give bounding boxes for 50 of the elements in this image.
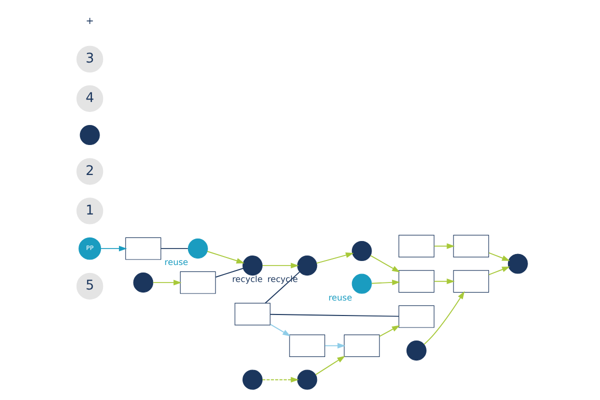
label: + (85, 16, 94, 27)
arrow (378, 325, 400, 337)
node-circle (296, 256, 317, 276)
node-circle (351, 274, 372, 294)
node-circle (351, 240, 372, 262)
arrow (433, 243, 454, 249)
arrow (433, 278, 454, 284)
connector (269, 314, 399, 317)
node-label: reuse (164, 258, 188, 268)
arrow (370, 280, 400, 286)
node-circle: 3 (76, 46, 103, 72)
arrow (324, 342, 346, 349)
arrow (488, 266, 510, 276)
node-circle: 1 (76, 198, 103, 224)
node-circle (242, 256, 262, 276)
node-circle (187, 238, 208, 259)
arrow (423, 291, 464, 345)
arrow (261, 376, 298, 383)
node-circle (132, 272, 153, 293)
node-box (398, 234, 434, 258)
arrow (269, 324, 290, 336)
node-circle (406, 340, 426, 361)
arrow (314, 356, 345, 376)
arrow (100, 246, 126, 252)
node-box (452, 234, 489, 258)
arrow (152, 280, 182, 286)
node-box (124, 237, 161, 260)
node-circle: 4 (76, 85, 103, 112)
node-box (179, 271, 216, 294)
connector (160, 248, 188, 250)
arrow (206, 250, 244, 264)
node-circle (296, 370, 317, 390)
node-circle (242, 370, 262, 390)
node-circle: 5 (76, 272, 103, 300)
node-box (288, 334, 325, 357)
node-circle: 2 (76, 158, 103, 185)
node-box (452, 270, 489, 293)
node-circle (507, 254, 528, 274)
node-label: reuse (328, 293, 352, 304)
node-box (398, 270, 434, 293)
node-box (234, 302, 270, 326)
node-circle (79, 125, 100, 146)
node-label: recycle (232, 275, 262, 286)
connector (214, 268, 244, 278)
arrow (261, 262, 298, 268)
arrow (316, 252, 354, 264)
arrow (370, 255, 400, 272)
node-box (343, 334, 380, 357)
node-box (398, 305, 434, 328)
arrow (488, 252, 510, 261)
